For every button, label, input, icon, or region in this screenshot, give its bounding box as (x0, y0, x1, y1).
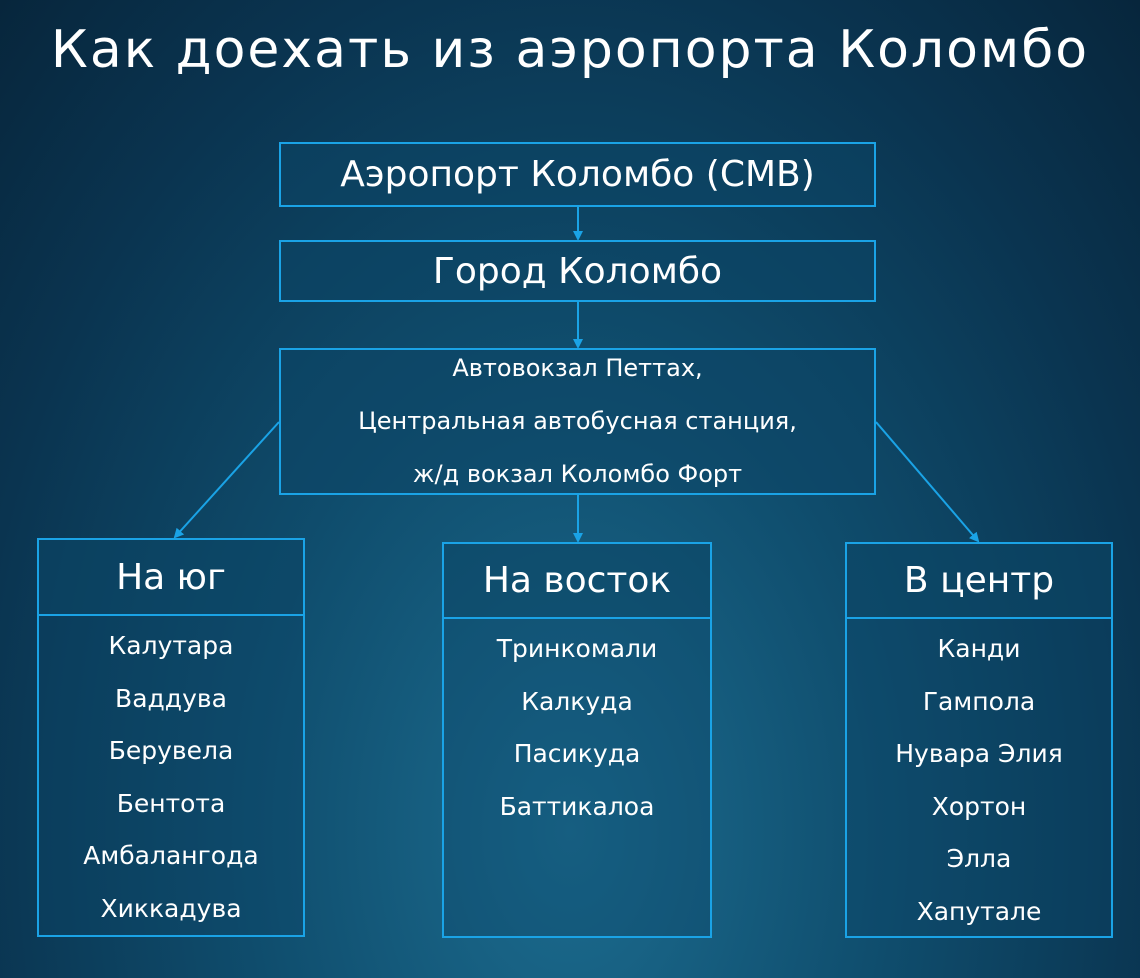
place-item: Нувара Элия (895, 739, 1063, 768)
place-item: Элла (946, 844, 1012, 873)
page-title: Как доехать из аэропорта Коломбо (50, 20, 1090, 80)
direction-south-header: На юг (37, 538, 305, 616)
place-item: Хиккадува (100, 893, 242, 923)
place-item: Тринкомали (496, 634, 658, 663)
arrow-stations-to-center (875, 421, 980, 543)
place-item: Калкуда (521, 686, 633, 716)
place-item: Хапутале (916, 896, 1042, 926)
place-item: Бентота (116, 788, 226, 818)
direction-east-header: На восток (442, 542, 712, 619)
city-node: Город Коломбо (279, 240, 876, 302)
place-item: Калутара (108, 631, 234, 660)
place-item: Пасикуда (513, 739, 641, 768)
station-line: ж/д вокзал Коломбо Форт (412, 460, 743, 488)
place-item: Баттикалоа (499, 791, 655, 821)
place-item: Амбалангода (83, 841, 259, 870)
direction-east-list: Тринкомали Калкуда Пасикуда Баттикалоа (442, 619, 712, 938)
arrow-stations-to-south (173, 421, 280, 539)
direction-center-header: В центр (845, 542, 1113, 619)
station-line: Центральная автобусная станция, (358, 407, 797, 435)
place-item: Ваддува (115, 683, 227, 713)
station-line: Автовокзал Петтах, (452, 354, 703, 382)
airport-node: Аэропорт Коломбо (CMB) (279, 142, 876, 207)
place-item: Гампола (922, 686, 1036, 716)
place-item: Канди (937, 634, 1021, 663)
direction-center-list: Канди Гампола Нувара Элия Хортон Элла Ха… (845, 619, 1113, 938)
direction-south-list: Калутара Ваддува Берувела Бентота Амбала… (37, 616, 305, 937)
place-item: Берувела (108, 736, 234, 765)
stations-node: Автовокзал Петтах, Центральная автобусна… (279, 348, 876, 495)
place-item: Хортон (931, 791, 1027, 821)
